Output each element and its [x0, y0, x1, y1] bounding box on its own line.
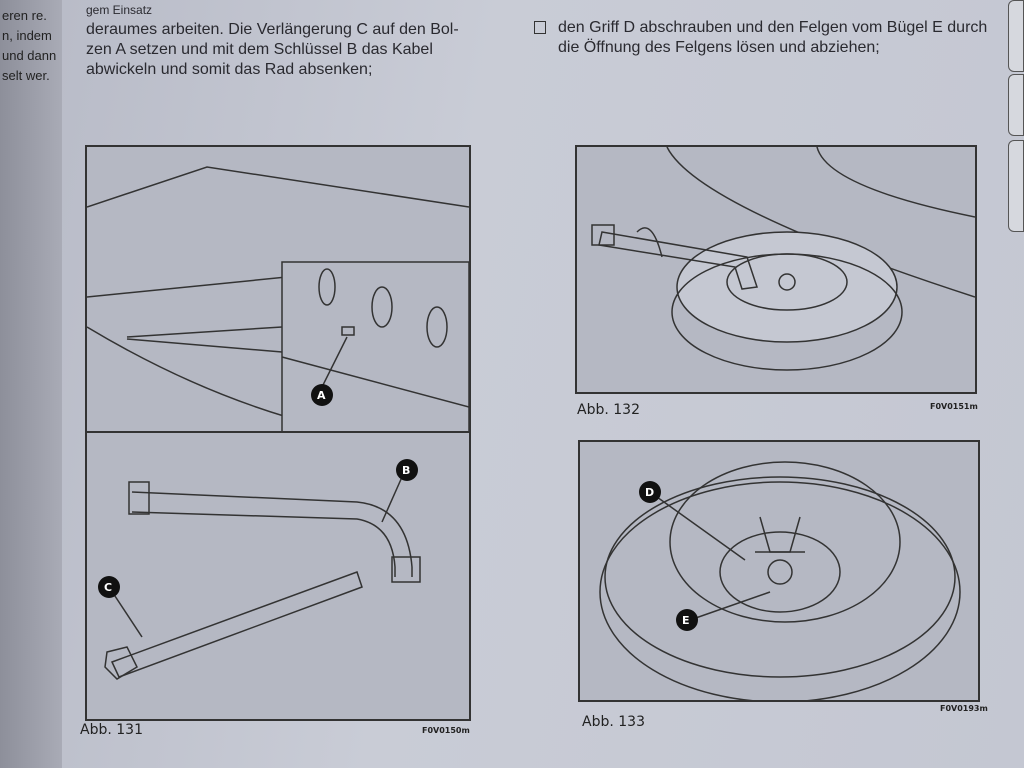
manual-page: gem Einsatz deraumes arbeiten. Die Verlä…: [62, 0, 1024, 768]
instruction-text-left: gem Einsatz deraumes arbeiten. Die Verlä…: [86, 0, 526, 80]
text-line: gem Einsatz: [86, 3, 153, 17]
figure-caption: Abb. 131: [80, 722, 143, 738]
fragment: n, indem: [2, 28, 52, 43]
page-index-tab: [1008, 74, 1024, 136]
figure-131: A B C: [85, 145, 471, 721]
text-line: deraumes arbeiten. Die Verlängerung C au…: [86, 21, 459, 38]
figure-code: F0V0150m: [422, 726, 470, 735]
fragment: selt wer.: [2, 68, 50, 83]
figure-133-illustration: D E: [599, 461, 961, 700]
fragment: eren re.: [2, 8, 47, 23]
page-index-tab: [1008, 140, 1024, 232]
figure-132: [575, 145, 977, 394]
svg-text:B: B: [402, 464, 410, 477]
figure-133: D E: [578, 440, 980, 702]
figure-code: F0V0193m: [940, 704, 988, 713]
page-index-tab: [1008, 0, 1024, 72]
text-line: zen A setzen und mit dem Schlüssel B das…: [86, 41, 433, 58]
svg-text:C: C: [104, 581, 112, 594]
svg-text:A: A: [317, 389, 326, 402]
figure-code: F0V0151m: [930, 402, 978, 411]
svg-text:E: E: [682, 614, 690, 627]
checkbox-bullet-icon: [534, 21, 546, 34]
figure-caption: Abb. 132: [577, 402, 640, 418]
figure-caption: Abb. 133: [582, 714, 645, 730]
adjacent-page-edge: eren re. n, indem und dann selt wer.: [0, 0, 62, 768]
svg-text:D: D: [645, 486, 654, 499]
instruction-text-right: den Griff D abschrauben und den Felgen v…: [534, 18, 1004, 58]
fragment: und dann: [2, 48, 57, 63]
text-line: abwickeln und somit das Rad absenken;: [86, 61, 373, 78]
bullet-text: den Griff D abschrauben und den Felgen v…: [558, 19, 988, 56]
figure-132-illustration: [591, 147, 975, 371]
figure-131-illustration: A B C: [87, 166, 469, 680]
